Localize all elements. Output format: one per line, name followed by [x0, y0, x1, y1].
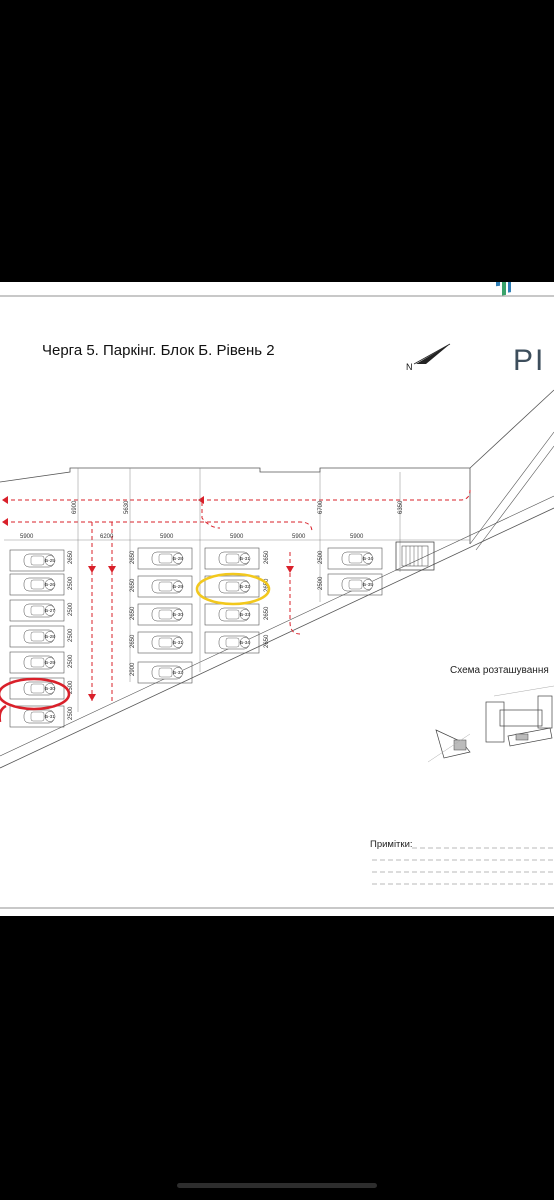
dimension-label: 2500 — [68, 576, 74, 590]
building-diagonal-wall — [0, 507, 554, 769]
parking-spot: Б-34 — [204, 631, 260, 654]
drawing-sheet: 5900 6200 5900 5900 5900 5900 2650 2500 2500 250… — [0, 282, 554, 916]
notes-lines — [372, 847, 554, 885]
north-arrow: N — [406, 343, 451, 372]
red-highlight-mark — [0, 704, 7, 722]
parking-spot: Б-29 — [137, 575, 193, 598]
dimension-label: 2500 — [68, 602, 74, 616]
logo-text: PI — [513, 344, 546, 377]
route-line — [4, 521, 313, 533]
spot-label: Б-29 — [173, 584, 183, 589]
parking-spot: Б-28 — [9, 625, 65, 648]
drawing-frame — [0, 295, 554, 909]
dimension-label: 2900 — [130, 662, 136, 676]
notes-label: Примітки: — [370, 839, 413, 850]
dimension-label: 6200 — [100, 534, 114, 540]
dimension-label: 2500 — [68, 706, 74, 720]
dimension-label: 5900 — [350, 534, 364, 540]
spot-label: Б-35 — [363, 582, 373, 587]
dimension-label: 5900 — [160, 534, 174, 540]
ramp-line — [469, 431, 554, 545]
dimension-label: 6350 — [398, 500, 404, 514]
home-indicator[interactable] — [177, 1183, 377, 1188]
parking-spot: Б-29 — [9, 651, 65, 674]
spot-label: Б-27 — [45, 608, 55, 613]
spot-label: Б-34 — [363, 556, 373, 561]
route-line — [201, 502, 221, 529]
dimension-label: 2500 — [68, 654, 74, 668]
scheme-label: Схема розташування — [450, 665, 549, 676]
building-top-wall — [0, 389, 554, 483]
dimension-label: 5630 — [124, 500, 130, 514]
route-arrow — [198, 496, 204, 504]
route-arrow — [108, 566, 116, 573]
dimension-label: 5900 — [292, 534, 306, 540]
location-scheme-map — [427, 685, 554, 763]
red-highlight-circle — [0, 677, 71, 711]
dimension-label: 2500 — [318, 576, 324, 590]
dimension-label: 2650 — [264, 550, 270, 564]
parking-spot: Б-33 — [204, 603, 260, 626]
spot-label: Б-31 — [45, 714, 55, 719]
dimension-label: 6700 — [318, 500, 324, 514]
spot-label: Б-30 — [173, 612, 183, 617]
logo-mark — [496, 282, 511, 296]
parking-spot: Б-31 — [9, 705, 65, 728]
dimension-label: 2650 — [264, 634, 270, 648]
parking-spot: Б-25 — [9, 549, 65, 572]
spot-label: Б-34 — [240, 640, 250, 645]
route-arrow — [88, 566, 96, 573]
dimension-label: 2650 — [130, 634, 136, 648]
dimension-label: 2650 — [68, 550, 74, 564]
parking-spot: Б-32 — [204, 575, 260, 598]
dimension-label: 5900 — [230, 534, 244, 540]
parking-spot: Б-30 — [9, 677, 65, 700]
parking-spot: Б-30 — [137, 603, 193, 626]
parking-plan: 5900 6200 5900 5900 5900 5900 2650 2500 2500 250… — [0, 282, 554, 909]
spot-label: Б-25 — [45, 558, 55, 563]
dimension-label: 2500 — [68, 680, 74, 694]
building-diagonal-wall-inner — [0, 495, 554, 757]
spot-label: Б-32 — [173, 670, 183, 675]
route-line — [4, 489, 471, 501]
parking-spot: Б-31 — [137, 631, 193, 654]
route-arrow — [286, 566, 294, 573]
north-label: N — [406, 362, 413, 372]
spot-label: Б-31 — [240, 556, 250, 561]
route-arrow — [88, 694, 96, 701]
parking-spot: Б-26 — [9, 573, 65, 596]
staircase — [395, 541, 435, 571]
route-arrow — [2, 518, 8, 526]
route-arrow — [2, 496, 8, 504]
dimension-label: 5900 — [20, 534, 34, 540]
dimension-label: 2500 — [318, 550, 324, 564]
ramp-line-2 — [475, 445, 554, 551]
dimension-label: 2650 — [130, 578, 136, 592]
spot-label: Б-29 — [45, 660, 55, 665]
spot-label: Б-30 — [45, 686, 55, 691]
yellow-highlight-circle — [195, 572, 271, 606]
parking-spot: Б-31 — [204, 547, 260, 570]
parking-spot: Б-32 — [137, 661, 193, 684]
parking-spot: Б-28 — [137, 547, 193, 570]
spot-label: Б-28 — [45, 634, 55, 639]
parking-spot: Б-27 — [9, 599, 65, 622]
drawing-title: Черга 5. Паркінг. Блок Б. Рівень 2 — [42, 342, 275, 359]
spot-label: Б-33 — [240, 612, 250, 617]
dimension-label: 6900 — [72, 500, 78, 514]
parking-spot: Б-35 — [327, 573, 383, 596]
parking-spot: Б-34 — [327, 547, 383, 570]
spot-label: Б-26 — [45, 582, 55, 587]
route-line — [289, 552, 301, 635]
spot-label: Б-31 — [173, 640, 183, 645]
dimension-label: 2650 — [264, 606, 270, 620]
dimension-label: 2650 — [130, 606, 136, 620]
spot-label: Б-32 — [240, 584, 250, 589]
spot-label: Б-28 — [173, 556, 183, 561]
dimension-label: 2650 — [130, 550, 136, 564]
dimension-label: 2500 — [68, 628, 74, 642]
